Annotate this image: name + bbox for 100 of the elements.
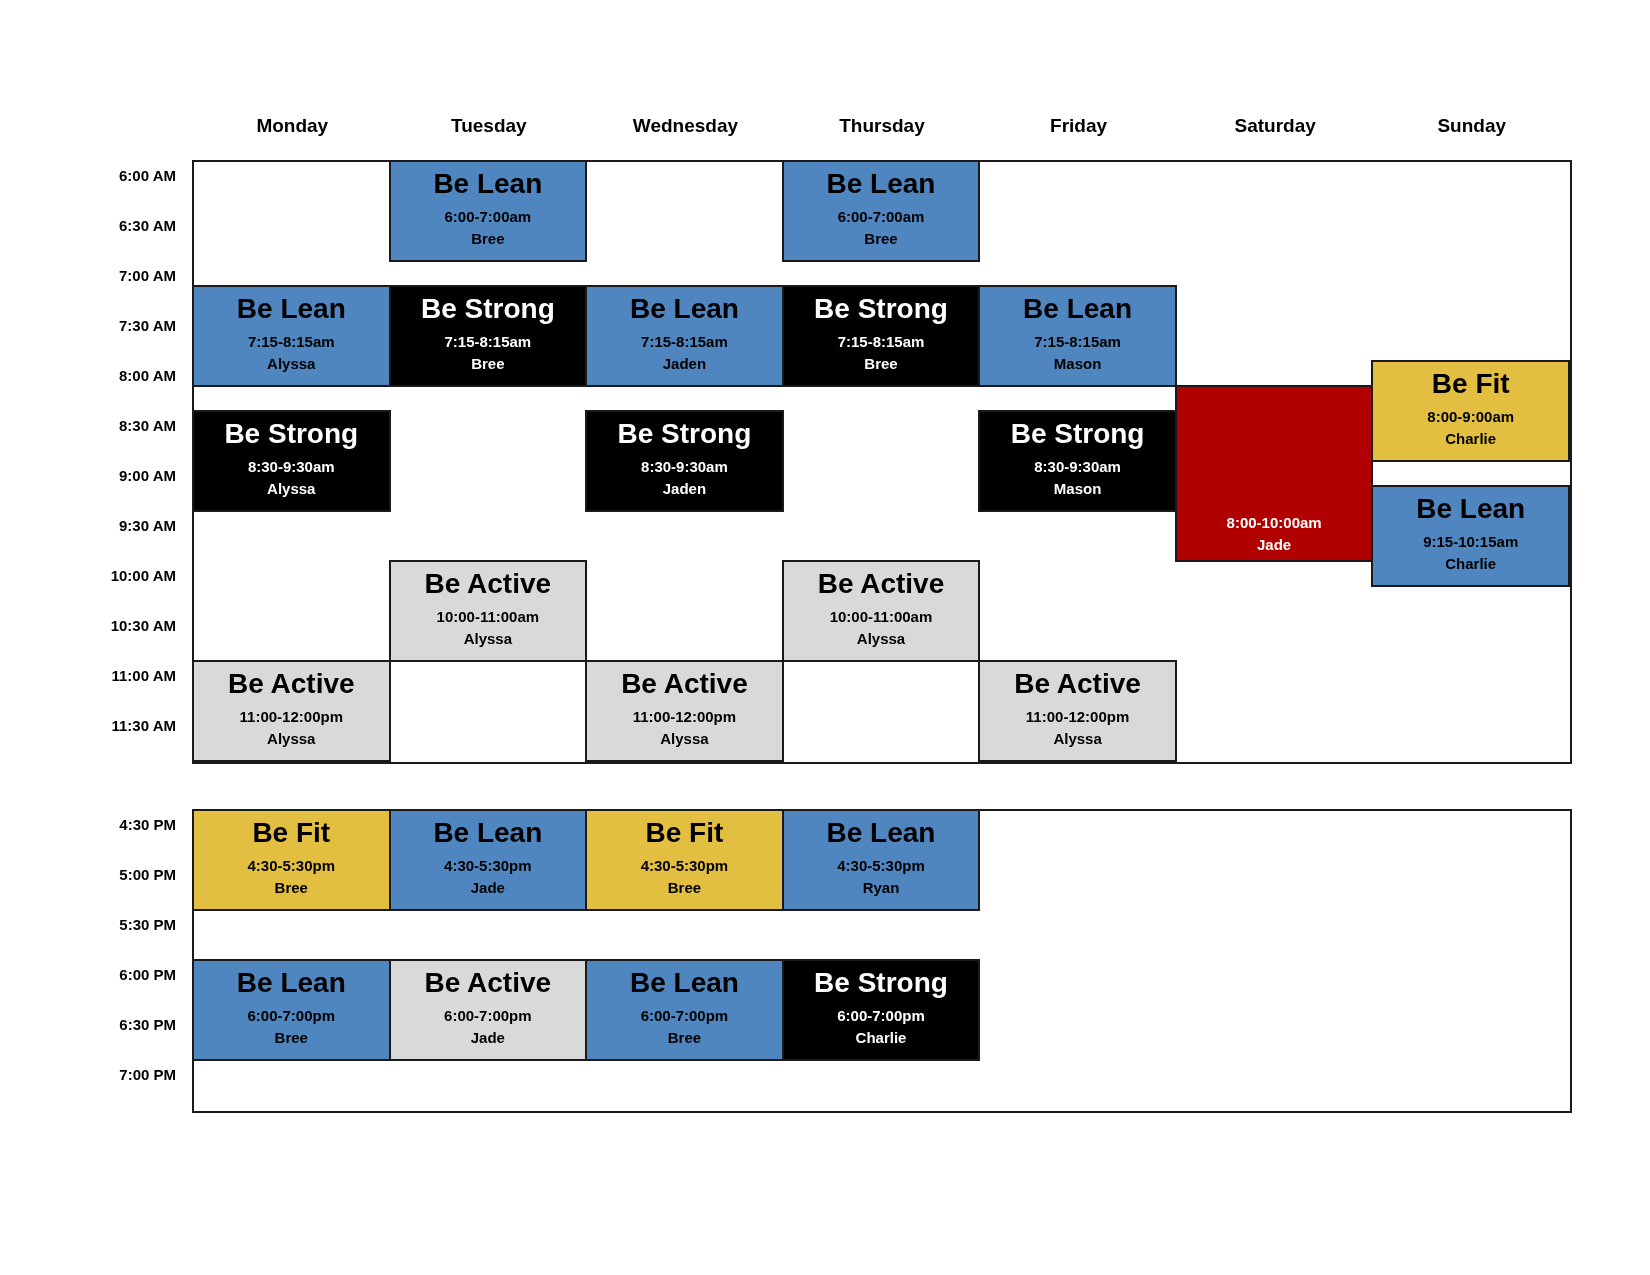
- class-block: [192, 959, 391, 1061]
- class-block: [585, 660, 784, 762]
- instructor-name: Mason: [1053, 354, 1102, 374]
- day-header: Monday: [255, 114, 330, 138]
- class-block: [388, 285, 588, 387]
- instructor-name: Mason: [1053, 479, 1102, 499]
- time-label: 6:30 PM: [118, 1015, 176, 1035]
- class-time: 6:00-7:00pm: [837, 1006, 925, 1026]
- instructor-name: Bree: [274, 1028, 308, 1048]
- class-name: Be Strong: [224, 417, 359, 451]
- class-name: Be Lean: [629, 292, 739, 326]
- time-label: 8:00 AM: [118, 366, 176, 386]
- instructor-name: Jade: [470, 878, 505, 898]
- instructor-name: Bree: [471, 354, 505, 374]
- instructor-name: Alyssa: [856, 629, 906, 649]
- time-label: 7:00 AM: [118, 266, 176, 286]
- instructor-name: Alyssa: [1053, 729, 1102, 749]
- instructor-name: Jaden: [662, 479, 707, 499]
- time-label: 7:00 PM: [118, 1065, 176, 1085]
- class-time: 8:00-9:00am: [1427, 407, 1515, 427]
- class-name: Be Lean: [236, 966, 346, 1000]
- class-block: [781, 160, 981, 262]
- class-block: [585, 809, 784, 911]
- instructor-name: Alyssa: [267, 729, 316, 749]
- time-label: 11:00 AM: [110, 666, 176, 686]
- class-time: 8:30-9:30am: [1034, 457, 1121, 477]
- instructor-name: Alyssa: [463, 629, 513, 649]
- class-time: 11:00-12:00pm: [632, 707, 737, 727]
- instructor-name: Bree: [667, 1028, 702, 1048]
- class-time: 7:15-8:15am: [837, 332, 925, 352]
- time-label: 5:30 PM: [118, 915, 176, 935]
- instructor-name: Jade: [1257, 535, 1292, 555]
- class-time: 4:30-5:30pm: [247, 856, 336, 876]
- time-label: 10:00 AM: [109, 566, 176, 586]
- instructor-name: Alyssa: [267, 354, 316, 374]
- class-block: [1371, 360, 1570, 462]
- class-name: Be Lean: [236, 292, 346, 326]
- class-time: 8:30-9:30am: [247, 457, 335, 477]
- day-header: Tuesday: [450, 114, 528, 138]
- class-time: 6:00-7:00am: [837, 207, 925, 227]
- class-name: Be Lean: [629, 966, 739, 1000]
- instructor-name: Ryan: [862, 878, 900, 898]
- class-name: Be Lean: [1023, 292, 1133, 326]
- class-block: [781, 959, 981, 1061]
- class-block: [978, 285, 1177, 387]
- class-time: 7:15-8:15am: [444, 332, 532, 352]
- class-name: Be Lean: [1416, 492, 1526, 526]
- class-name: Be Lean: [433, 816, 543, 850]
- class-name: Be Lean: [826, 167, 936, 201]
- class-name: Be Active: [424, 567, 552, 601]
- class-block: [781, 285, 981, 387]
- time-label: 6:00 AM: [118, 166, 176, 186]
- class-time: 6:00-7:00pm: [444, 1006, 532, 1026]
- class-name: Be Active: [228, 667, 355, 701]
- day-header: Friday: [1049, 114, 1109, 138]
- instructor-name: Charlie: [1445, 429, 1497, 449]
- time-label: 10:30 AM: [109, 616, 176, 636]
- class-block: [585, 410, 784, 512]
- class-name: Be Strong: [1010, 417, 1145, 451]
- class-time: 7:15-8:15am: [247, 332, 335, 352]
- time-label: 6:00 PM: [118, 965, 176, 985]
- time-label: 5:00 PM: [118, 865, 176, 885]
- class-time: 10:00-11:00am: [436, 607, 540, 627]
- class-block: [781, 809, 981, 911]
- instructor-name: Alyssa: [660, 729, 709, 749]
- class-name: Be Lean: [433, 167, 543, 201]
- class-name: Be Fit: [645, 816, 724, 850]
- class-block: [781, 560, 981, 662]
- schedule-grid: [192, 160, 1572, 764]
- class-block: [978, 410, 1177, 512]
- class-name: Be Active: [817, 567, 945, 601]
- class-block: [192, 660, 391, 762]
- class-time: 4:30-5:30pm: [444, 856, 532, 876]
- class-time: 6:00-7:00pm: [247, 1006, 336, 1026]
- day-header: Wednesday: [631, 114, 740, 138]
- class-name: Be Fit: [1431, 367, 1510, 401]
- instructor-name: Charlie: [1445, 554, 1497, 574]
- class-time: 11:00-12:00pm: [239, 707, 343, 727]
- class-block: [192, 285, 391, 387]
- class-block: [978, 660, 1177, 762]
- class-block: [585, 959, 784, 1061]
- instructor-name: Alyssa: [267, 479, 316, 499]
- time-label: 4:30 PM: [118, 815, 176, 835]
- instructor-name: Bree: [667, 878, 702, 898]
- class-name: Be Fit: [252, 816, 331, 850]
- class-time: 10:00-11:00am: [829, 607, 933, 627]
- class-name: Be Active: [1014, 667, 1141, 701]
- class-block: [192, 410, 391, 512]
- time-label: 9:00 AM: [118, 466, 176, 486]
- class-name: Be Active: [424, 966, 552, 1000]
- class-name: Be Strong: [814, 966, 948, 1000]
- class-name: Be Active: [621, 667, 748, 701]
- class-block: [1174, 385, 1374, 562]
- class-time: 8:30-9:30am: [641, 457, 728, 477]
- schedule-grid: [192, 809, 1572, 1113]
- instructor-name: Bree: [274, 878, 308, 898]
- class-block: [388, 809, 588, 911]
- class-time: 11:00-12:00pm: [1025, 707, 1130, 727]
- class-time: 8:00-10:00am: [1226, 513, 1322, 533]
- class-name: Be Strong: [420, 292, 555, 326]
